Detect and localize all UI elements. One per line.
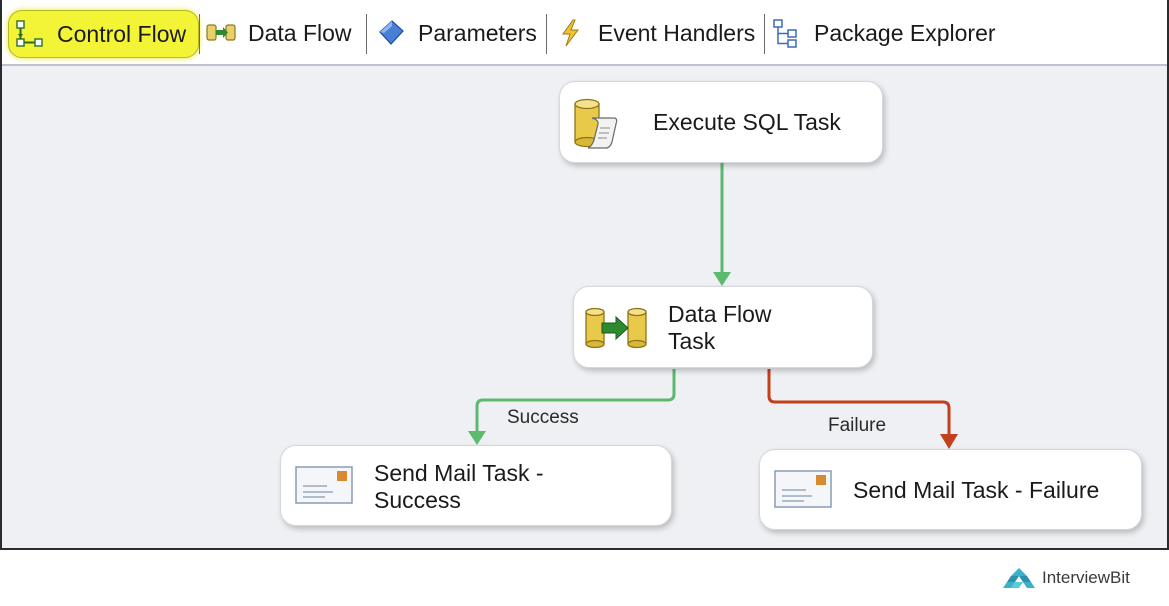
mail-icon <box>774 470 832 508</box>
success-label: Success <box>507 407 579 428</box>
success-arrowhead <box>468 431 486 445</box>
lightning-icon <box>562 19 579 47</box>
send-mail-failure-node[interactable]: Send Mail Task - Failure <box>759 449 1142 530</box>
tab-separator <box>199 14 200 54</box>
node-label: Send Mail Task - Success <box>374 460 544 514</box>
tab-label: Data Flow <box>248 19 352 46</box>
send-mail-success-node[interactable]: Send Mail Task - Success <box>280 445 672 526</box>
node-label-line: Data Flow <box>668 301 772 327</box>
brand-watermark: InterviewBit <box>1000 566 1130 590</box>
failure-constraint-line[interactable] <box>767 369 951 436</box>
node-label-line: Success <box>374 487 461 513</box>
tab-control-flow[interactable]: Control Flow <box>8 10 200 58</box>
node-label: Execute SQL Task <box>653 109 841 135</box>
tab-label: Event Handlers <box>598 19 756 46</box>
tab-event-handlers[interactable]: Event Handlers <box>556 10 755 56</box>
designer-tab-bar: Control Flow Data Flow Parameters Event … <box>2 0 1167 66</box>
execute-sql-task-node[interactable]: Execute SQL Task <box>559 81 883 163</box>
tab-package-explorer[interactable]: Package Explorer <box>772 10 996 56</box>
tab-label: Control Flow <box>57 20 187 47</box>
tab-data-flow[interactable]: Data Flow <box>206 10 352 56</box>
parameters-icon <box>379 20 404 45</box>
data-flow-task-icon <box>585 307 647 349</box>
success-arrowhead <box>713 272 731 286</box>
failure-label: Failure <box>828 415 887 436</box>
designer-frame: Control Flow Data Flow Parameters Event … <box>0 0 1169 550</box>
mail-icon <box>295 466 353 504</box>
tab-separator <box>546 14 547 54</box>
success-constraint-line[interactable] <box>475 369 676 433</box>
failure-arrowhead <box>940 434 958 449</box>
database-script-icon <box>574 98 618 149</box>
tab-label: Parameters <box>418 19 537 46</box>
tab-separator <box>764 14 765 54</box>
tab-label: Package Explorer <box>814 19 996 46</box>
data-flow-task-node[interactable]: Data Flow Task <box>573 286 873 368</box>
tab-parameters[interactable]: Parameters <box>376 10 537 56</box>
brand-name: InterviewBit <box>1042 568 1130 587</box>
interviewbit-logo-icon <box>1003 568 1035 588</box>
node-label-line: Task <box>668 328 716 354</box>
control-flow-canvas[interactable]: Success Failure Execute SQL Task <box>2 66 1167 548</box>
node-label-line: Send Mail Task - <box>374 460 544 486</box>
control-flow-icon <box>16 20 43 47</box>
tab-separator <box>366 14 367 54</box>
node-label: Send Mail Task - Failure <box>853 477 1100 503</box>
node-label: Data Flow Task <box>668 301 772 355</box>
data-flow-icon <box>206 24 236 41</box>
precedence-constraints <box>468 163 958 449</box>
tree-icon <box>773 19 797 48</box>
